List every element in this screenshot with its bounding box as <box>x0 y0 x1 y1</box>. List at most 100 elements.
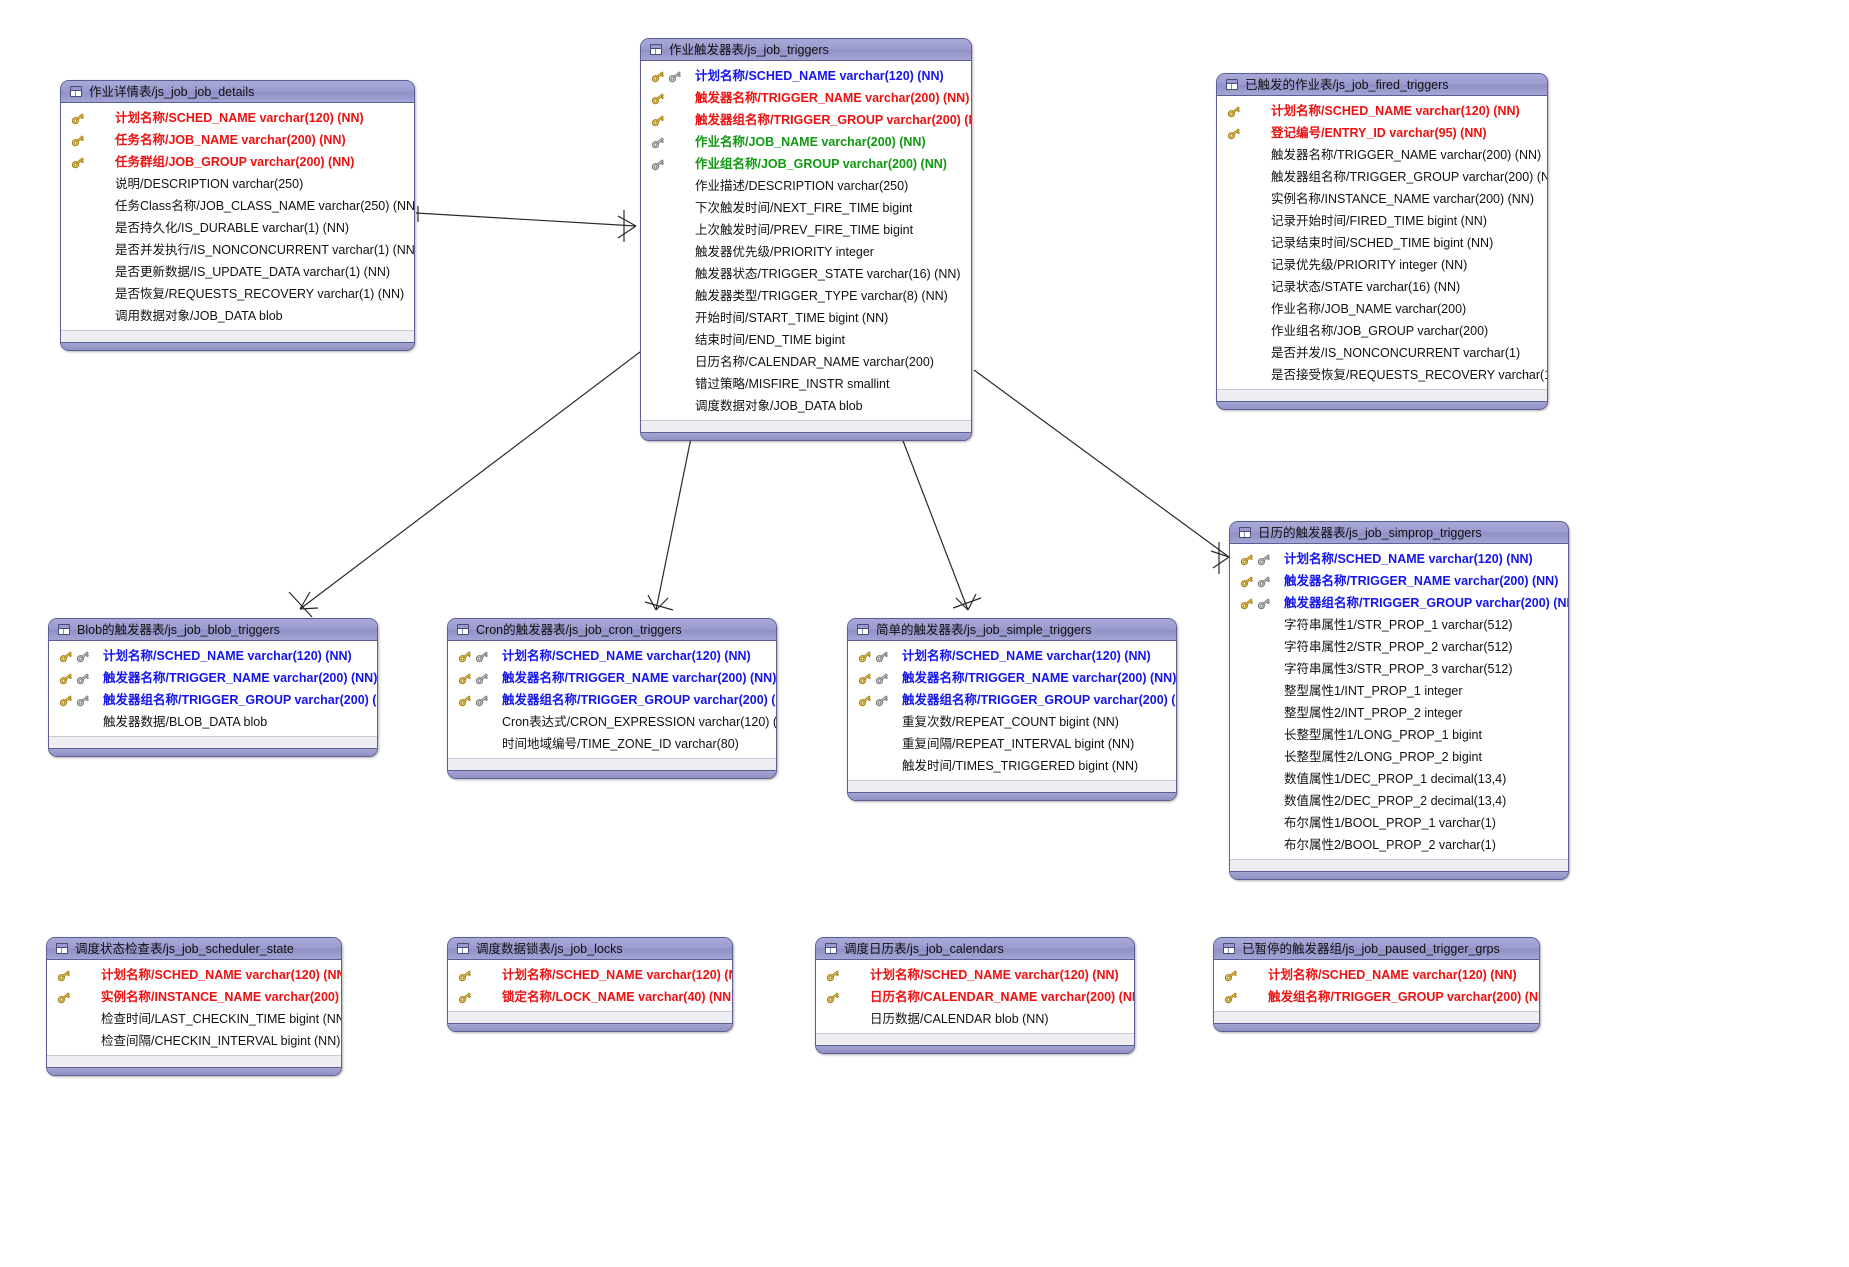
field-row[interactable]: 布尔属性1/BOOL_PROP_1 varchar(1) <box>1230 812 1568 834</box>
field-row[interactable]: 触发器优先级/PRIORITY integer <box>641 241 971 263</box>
field-row[interactable]: 触发器类型/TRIGGER_TYPE varchar(8) (NN) <box>641 285 971 307</box>
field-row[interactable]: 是否并发执行/IS_NONCONCURRENT varchar(1) (NN) <box>61 239 414 261</box>
field-row[interactable]: 是否接受恢复/REQUESTS_RECOVERY varchar(1) <box>1217 364 1547 386</box>
field-row[interactable]: 整型属性2/INT_PROP_2 integer <box>1230 702 1568 724</box>
field-row[interactable]: 触发器组名称/TRIGGER_GROUP varchar(200) (NN) <box>1230 592 1568 614</box>
field-row[interactable]: 作业描述/DESCRIPTION varchar(250) <box>641 175 971 197</box>
entity-header-fired_triggers[interactable]: 已触发的作业表/js_job_fired_triggers <box>1217 74 1547 96</box>
field-row[interactable]: 计划名称/SCHED_NAME varchar(120) (NN) <box>848 645 1176 667</box>
field-row[interactable]: 计划名称/SCHED_NAME varchar(120) (NN) <box>448 964 732 986</box>
entity-header-blob_triggers[interactable]: Blob的触发器表/js_job_blob_triggers <box>49 619 377 641</box>
field-row[interactable]: 触发器状态/TRIGGER_STATE varchar(16) (NN) <box>641 263 971 285</box>
entity-header-calendars[interactable]: 调度日历表/js_job_calendars <box>816 938 1134 960</box>
entity-blob_triggers[interactable]: Blob的触发器表/js_job_blob_triggers 计划名称/SCHE… <box>48 618 378 757</box>
field-row[interactable]: 触发器名称/TRIGGER_NAME varchar(200) (NN) <box>448 667 776 689</box>
entity-header-scheduler_state[interactable]: 调度状态检查表/js_job_scheduler_state <box>47 938 341 960</box>
field-row[interactable]: 数值属性1/DEC_PROP_1 decimal(13,4) <box>1230 768 1568 790</box>
field-row[interactable]: 触发器名称/TRIGGER_NAME varchar(200) (NN) <box>1217 144 1547 166</box>
field-row[interactable]: 记录优先级/PRIORITY integer (NN) <box>1217 254 1547 276</box>
field-row[interactable]: 说明/DESCRIPTION varchar(250) <box>61 173 414 195</box>
entity-header-cron_triggers[interactable]: Cron的触发器表/js_job_cron_triggers <box>448 619 776 641</box>
field-row[interactable]: 调度数据对象/JOB_DATA blob <box>641 395 971 417</box>
entity-job_triggers[interactable]: 作业触发器表/js_job_triggers 计划名称/SCHED_NAME v… <box>640 38 972 441</box>
field-row[interactable]: 触发器组名称/TRIGGER_GROUP varchar(200) (NN) <box>641 109 971 131</box>
field-row[interactable]: 日历数据/CALENDAR blob (NN) <box>816 1008 1134 1030</box>
field-row[interactable]: 计划名称/SCHED_NAME varchar(120) (NN) <box>1230 548 1568 570</box>
field-row[interactable]: 作业名称/JOB_NAME varchar(200) <box>1217 298 1547 320</box>
entity-simple_triggers[interactable]: 简单的触发器表/js_job_simple_triggers 计划名称/SCHE… <box>847 618 1177 801</box>
field-row[interactable]: 触发时间/TIMES_TRIGGERED bigint (NN) <box>848 755 1176 777</box>
field-row[interactable]: 锁定名称/LOCK_NAME varchar(40) (NN) <box>448 986 732 1008</box>
field-row[interactable]: 是否并发/IS_NONCONCURRENT varchar(1) <box>1217 342 1547 364</box>
entity-header-locks[interactable]: 调度数据锁表/js_job_locks <box>448 938 732 960</box>
field-row[interactable]: 长整型属性1/LONG_PROP_1 bigint <box>1230 724 1568 746</box>
field-row[interactable]: 触发器名称/TRIGGER_NAME varchar(200) (NN) <box>641 87 971 109</box>
field-row[interactable]: 实例名称/INSTANCE_NAME varchar(200) (NN) <box>47 986 341 1008</box>
field-row[interactable]: 日历名称/CALENDAR_NAME varchar(200) (NN) <box>816 986 1134 1008</box>
entity-simprop_triggers[interactable]: 日历的触发器表/js_job_simprop_triggers 计划名称/SCH… <box>1229 521 1569 880</box>
field-row[interactable]: 字符串属性2/STR_PROP_2 varchar(512) <box>1230 636 1568 658</box>
field-row[interactable]: 记录状态/STATE varchar(16) (NN) <box>1217 276 1547 298</box>
field-row[interactable]: 结束时间/END_TIME bigint <box>641 329 971 351</box>
field-row[interactable]: 触发器名称/TRIGGER_NAME varchar(200) (NN) <box>1230 570 1568 592</box>
field-row[interactable]: 触发器组名称/TRIGGER_GROUP varchar(200) (NN) <box>1217 166 1547 188</box>
entity-header-job_triggers[interactable]: 作业触发器表/js_job_triggers <box>641 39 971 61</box>
entity-locks[interactable]: 调度数据锁表/js_job_locks 计划名称/SCHED_NAME varc… <box>447 937 733 1032</box>
entity-paused_trigger_grps[interactable]: 已暂停的触发器组/js_job_paused_trigger_grps 计划名称… <box>1213 937 1540 1032</box>
field-row[interactable]: 重复间隔/REPEAT_INTERVAL bigint (NN) <box>848 733 1176 755</box>
field-row[interactable]: 检查时间/LAST_CHECKIN_TIME bigint (NN) <box>47 1008 341 1030</box>
field-row[interactable]: 触发器组名称/TRIGGER_GROUP varchar(200) (NN) <box>448 689 776 711</box>
field-row[interactable]: 计划名称/SCHED_NAME varchar(120) (NN) <box>641 65 971 87</box>
field-row[interactable]: 登记编号/ENTRY_ID varchar(95) (NN) <box>1217 122 1547 144</box>
field-row[interactable]: 作业组名称/JOB_GROUP varchar(200) <box>1217 320 1547 342</box>
entity-header-job_details[interactable]: 作业详情表/js_job_job_details <box>61 81 414 103</box>
field-row[interactable]: 触发器组名称/TRIGGER_GROUP varchar(200) (NN) <box>49 689 377 711</box>
entity-header-simple_triggers[interactable]: 简单的触发器表/js_job_simple_triggers <box>848 619 1176 641</box>
field-row[interactable]: 计划名称/SCHED_NAME varchar(120) (NN) <box>49 645 377 667</box>
field-row[interactable]: 长整型属性2/LONG_PROP_2 bigint <box>1230 746 1568 768</box>
field-row[interactable]: 计划名称/SCHED_NAME varchar(120) (NN) <box>816 964 1134 986</box>
field-row[interactable]: Cron表达式/CRON_EXPRESSION varchar(120) (NN… <box>448 711 776 733</box>
field-row[interactable]: 开始时间/START_TIME bigint (NN) <box>641 307 971 329</box>
field-row[interactable]: 触发器名称/TRIGGER_NAME varchar(200) (NN) <box>49 667 377 689</box>
field-row[interactable]: 触发器数据/BLOB_DATA blob <box>49 711 377 733</box>
field-row[interactable]: 触发组名称/TRIGGER_GROUP varchar(200) (NN) <box>1214 986 1539 1008</box>
field-row[interactable]: 触发器组名称/TRIGGER_GROUP varchar(200) (NN) <box>848 689 1176 711</box>
field-row[interactable]: 计划名称/SCHED_NAME varchar(120) (NN) <box>1217 100 1547 122</box>
field-row[interactable]: 记录开始时间/FIRED_TIME bigint (NN) <box>1217 210 1547 232</box>
field-row[interactable]: 字符串属性3/STR_PROP_3 varchar(512) <box>1230 658 1568 680</box>
field-row[interactable]: 计划名称/SCHED_NAME varchar(120) (NN) <box>61 107 414 129</box>
field-row[interactable]: 下次触发时间/NEXT_FIRE_TIME bigint <box>641 197 971 219</box>
entity-header-paused_trigger_grps[interactable]: 已暂停的触发器组/js_job_paused_trigger_grps <box>1214 938 1539 960</box>
field-row[interactable]: 作业名称/JOB_NAME varchar(200) (NN) <box>641 131 971 153</box>
entity-job_details[interactable]: 作业详情表/js_job_job_details 计划名称/SCHED_NAME… <box>60 80 415 351</box>
field-row[interactable]: 布尔属性2/BOOL_PROP_2 varchar(1) <box>1230 834 1568 856</box>
field-row[interactable]: 触发器名称/TRIGGER_NAME varchar(200) (NN) <box>848 667 1176 689</box>
field-row[interactable]: 日历名称/CALENDAR_NAME varchar(200) <box>641 351 971 373</box>
entity-scheduler_state[interactable]: 调度状态检查表/js_job_scheduler_state 计划名称/SCHE… <box>46 937 342 1076</box>
field-row[interactable]: 数值属性2/DEC_PROP_2 decimal(13,4) <box>1230 790 1568 812</box>
field-row[interactable]: 是否更新数据/IS_UPDATE_DATA varchar(1) (NN) <box>61 261 414 283</box>
entity-header-simprop_triggers[interactable]: 日历的触发器表/js_job_simprop_triggers <box>1230 522 1568 544</box>
field-row[interactable]: 字符串属性1/STR_PROP_1 varchar(512) <box>1230 614 1568 636</box>
field-row[interactable]: 任务Class名称/JOB_CLASS_NAME varchar(250) (N… <box>61 195 414 217</box>
field-row[interactable]: 任务群组/JOB_GROUP varchar(200) (NN) <box>61 151 414 173</box>
field-row[interactable]: 检查间隔/CHECKIN_INTERVAL bigint (NN) <box>47 1030 341 1052</box>
field-row[interactable]: 实例名称/INSTANCE_NAME varchar(200) (NN) <box>1217 188 1547 210</box>
field-row[interactable]: 时间地域编号/TIME_ZONE_ID varchar(80) <box>448 733 776 755</box>
field-row[interactable]: 记录结束时间/SCHED_TIME bigint (NN) <box>1217 232 1547 254</box>
field-row[interactable]: 作业组名称/JOB_GROUP varchar(200) (NN) <box>641 153 971 175</box>
field-row[interactable]: 计划名称/SCHED_NAME varchar(120) (NN) <box>1214 964 1539 986</box>
field-row[interactable]: 错过策略/MISFIRE_INSTR smallint <box>641 373 971 395</box>
field-row[interactable]: 调用数据对象/JOB_DATA blob <box>61 305 414 327</box>
field-row[interactable]: 上次触发时间/PREV_FIRE_TIME bigint <box>641 219 971 241</box>
field-row[interactable]: 整型属性1/INT_PROP_1 integer <box>1230 680 1568 702</box>
field-row[interactable]: 任务名称/JOB_NAME varchar(200) (NN) <box>61 129 414 151</box>
field-row[interactable]: 是否恢复/REQUESTS_RECOVERY varchar(1) (NN) <box>61 283 414 305</box>
entity-calendars[interactable]: 调度日历表/js_job_calendars 计划名称/SCHED_NAME v… <box>815 937 1135 1054</box>
field-row[interactable]: 计划名称/SCHED_NAME varchar(120) (NN) <box>448 645 776 667</box>
field-row[interactable]: 是否持久化/IS_DURABLE varchar(1) (NN) <box>61 217 414 239</box>
entity-cron_triggers[interactable]: Cron的触发器表/js_job_cron_triggers 计划名称/SCHE… <box>447 618 777 779</box>
entity-fired_triggers[interactable]: 已触发的作业表/js_job_fired_triggers 计划名称/SCHED… <box>1216 73 1548 410</box>
field-row[interactable]: 重复次数/REPEAT_COUNT bigint (NN) <box>848 711 1176 733</box>
